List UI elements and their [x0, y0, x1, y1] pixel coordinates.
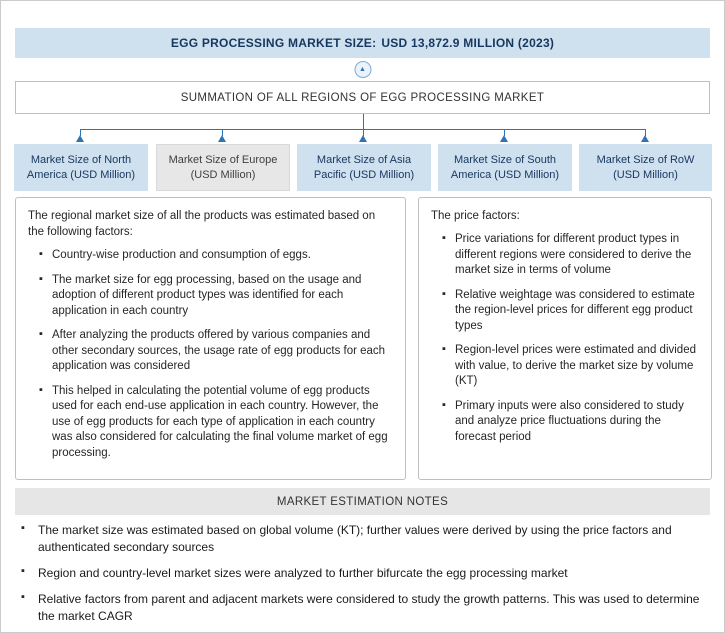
estimation-notes-list: The market size was estimated based on g… — [15, 521, 710, 632]
price-factors-list: Price variations for different product t… — [431, 231, 698, 446]
arrow-up-icon — [76, 135, 84, 142]
banner-title-value: USD 13,872.9 MILLION (2023) — [381, 36, 555, 50]
bullet-item: Country-wise production and consumption … — [39, 247, 392, 264]
up-arrow-icon: ▲ — [354, 61, 371, 78]
regional-factors-list: Country-wise production and consumption … — [28, 247, 392, 462]
connector-stub — [504, 129, 505, 136]
region-box-north-america: Market Size of North America (USD Millio… — [14, 144, 148, 191]
banner-title-prefix: EGG PROCESSING MARKET SIZE: — [170, 36, 377, 50]
connector-stub — [363, 129, 364, 136]
notes-title: MARKET ESTIMATION NOTES — [276, 495, 449, 508]
up-arrow-glyph: ▲ — [359, 66, 366, 73]
region-box-europe: Market Size of Europe (USD Million) — [156, 144, 290, 191]
region-box-row: Market Size of RoW (USD Million) — [579, 144, 712, 191]
bullet-item: After analyzing the products offered by … — [39, 327, 392, 375]
arrow-up-icon — [218, 135, 226, 142]
price-factors-panel: The price factors: Price variations for … — [418, 197, 712, 480]
region-label: Market Size of South America (USD Millio… — [450, 154, 560, 181]
bullet-item: The market size was estimated based on g… — [21, 521, 710, 556]
region-label: Market Size of Europe (USD Million) — [168, 154, 278, 181]
arrow-up-icon — [641, 135, 649, 142]
summation-box: SUMMATION OF ALL REGIONS OF EGG PROCESSI… — [15, 81, 710, 114]
region-label: Market Size of RoW (USD Million) — [596, 154, 695, 181]
connector-stub — [80, 129, 81, 136]
price-factors-intro: The price factors: — [431, 210, 520, 222]
bullet-item: Relative weightage was considered to est… — [442, 287, 698, 335]
region-label: Market Size of Asia Pacific (USD Million… — [313, 154, 415, 181]
bullet-item: The market size for egg processing, base… — [39, 272, 392, 320]
bullet-item: Primary inputs were also considered to s… — [442, 398, 698, 446]
connector-center-stub — [363, 114, 364, 129]
market-size-banner: EGG PROCESSING MARKET SIZE: USD 13,872.9… — [15, 28, 710, 58]
regional-factors-intro: The regional market size of all the prod… — [28, 210, 376, 239]
arrow-up-icon — [359, 135, 367, 142]
region-box-south-america: Market Size of South America (USD Millio… — [438, 144, 572, 191]
bullet-item: This helped in calculating the potential… — [39, 383, 392, 462]
connector-stub — [645, 129, 646, 136]
region-label: Market Size of North America (USD Millio… — [26, 154, 136, 181]
region-box-asia-pacific: Market Size of Asia Pacific (USD Million… — [297, 144, 431, 191]
arrow-up-icon — [500, 135, 508, 142]
summation-label: SUMMATION OF ALL REGIONS OF EGG PROCESSI… — [180, 91, 545, 104]
bullet-item: Price variations for different product t… — [442, 231, 698, 279]
connector-stub — [222, 129, 223, 136]
regional-factors-panel: The regional market size of all the prod… — [15, 197, 406, 480]
bullet-item: Region-level prices were estimated and d… — [442, 342, 698, 390]
bullet-item: Region and country-level market sizes we… — [21, 564, 710, 582]
market-estimation-notes-banner: MARKET ESTIMATION NOTES — [15, 488, 710, 515]
bullet-item: Relative factors from parent and adjacen… — [21, 590, 710, 625]
